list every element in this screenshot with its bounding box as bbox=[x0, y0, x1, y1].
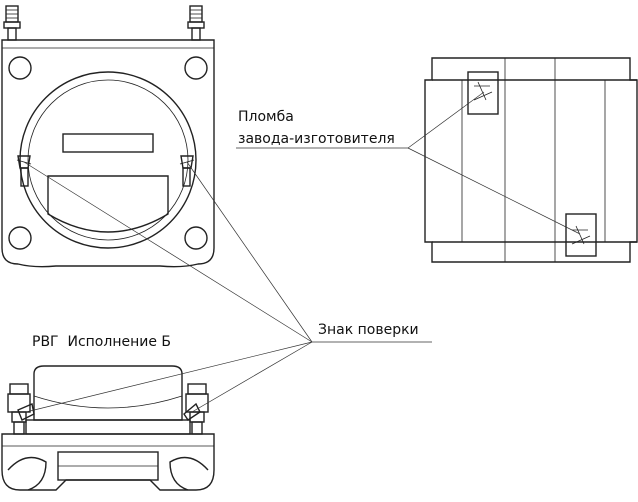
meter-variant-b-view bbox=[1, 365, 215, 491]
bolt-hole-top-left bbox=[8, 56, 32, 80]
factory-seal-lower bbox=[565, 213, 597, 257]
seal-label-line2: завода-изготовителя bbox=[238, 131, 395, 147]
variant-b-right-fitting bbox=[183, 383, 209, 435]
bolt-hole-top-right bbox=[184, 56, 208, 80]
variant-label: РВГ Исполнение Б bbox=[32, 334, 171, 350]
bolt-hole-bottom-right bbox=[184, 226, 208, 250]
counter-window bbox=[62, 133, 154, 153]
display-cover bbox=[47, 175, 169, 233]
meter-front-view bbox=[1, 5, 215, 268]
verification-mark-label: Знак поверки bbox=[318, 322, 419, 338]
seal-label-line1: Пломба bbox=[238, 109, 294, 125]
meter-body-circle bbox=[19, 71, 197, 249]
right-top-fitting bbox=[187, 5, 205, 41]
factory-seal-upper bbox=[467, 71, 499, 115]
variant-b-left-fitting bbox=[7, 383, 35, 435]
flange-plate bbox=[1, 39, 215, 268]
left-top-fitting bbox=[3, 5, 21, 41]
meter-side-view bbox=[424, 57, 638, 263]
variant-b-dome bbox=[33, 365, 183, 421]
leader-lines bbox=[23, 91, 581, 413]
bolt-hole-bottom-left bbox=[8, 226, 32, 250]
variant-b-flange bbox=[1, 433, 215, 491]
